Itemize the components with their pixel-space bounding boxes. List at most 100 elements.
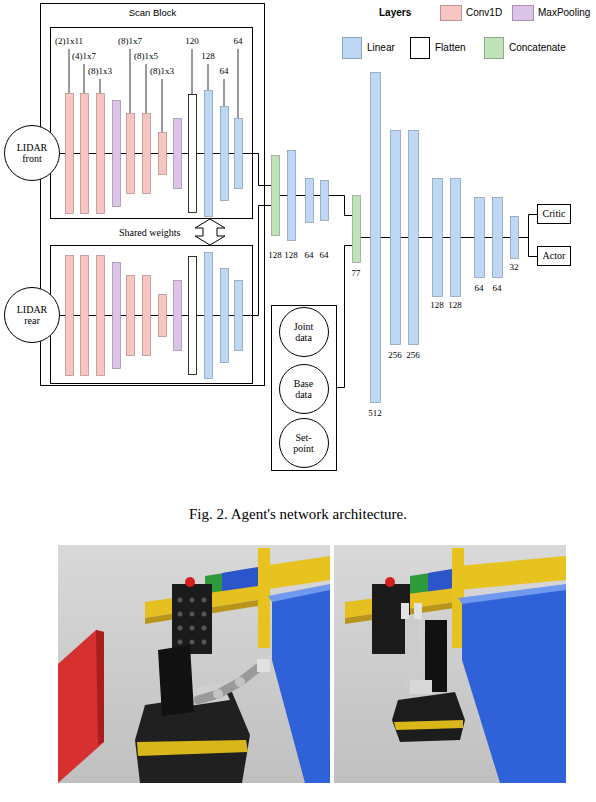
legend-label: Linear (367, 42, 395, 54)
layer-bar (159, 295, 167, 337)
layer-bar (371, 73, 381, 403)
layer-size-label: 256 (405, 350, 421, 361)
layer-size-label: 64 (319, 250, 330, 261)
robot-gripper (257, 659, 270, 672)
node-text-block: Joint data (287, 321, 321, 343)
blue-wall-top (268, 584, 330, 602)
leader-line (208, 64, 209, 90)
robot-screen (158, 645, 194, 716)
board-dots (202, 598, 207, 603)
leader-line (84, 64, 85, 93)
layer-size-label: 128 (283, 250, 299, 261)
layer-size-label: 64 (474, 283, 485, 294)
layer-size-label: 128 (447, 300, 463, 311)
robot-bumper (137, 740, 248, 756)
front-scan-box (51, 28, 253, 219)
node-label: Set-point (293, 432, 314, 454)
board-dots (178, 598, 207, 645)
board-dots (190, 640, 195, 645)
node-label: Actor (543, 250, 566, 261)
node-text-block: Actor (542, 250, 566, 262)
layer-size-label: 32 (509, 262, 520, 273)
leader-line (162, 79, 163, 132)
circle-outline (5, 288, 60, 343)
board-dots (178, 598, 183, 603)
robot-gripper (401, 603, 409, 619)
legend-swatch (342, 37, 362, 59)
board-dots (202, 626, 207, 631)
legend-label: Flatten (435, 42, 466, 54)
node-label: Base data (294, 378, 313, 400)
circle-outline (279, 365, 328, 414)
red-slab (58, 630, 104, 783)
layer-size-label: (2)1x11 (54, 36, 84, 47)
legend-swatch (512, 5, 534, 21)
layer-size-label: (8)1x7 (117, 36, 143, 47)
robot-gripper (414, 603, 422, 619)
node-label: Scan Block (129, 7, 177, 18)
blue-wall (462, 588, 566, 783)
shared-weights-label: Shared weights (118, 227, 181, 239)
node-text-block: Critic (542, 208, 566, 220)
yellow-post (258, 548, 270, 648)
node-text-block: LIDAR front (9, 142, 55, 164)
legend-label: MaxPooling (538, 7, 590, 19)
layer-bar (511, 217, 519, 259)
blue-wall (272, 588, 330, 783)
leader-line (69, 49, 70, 93)
legend-label: Concatenate (509, 42, 566, 54)
layer-bars (66, 73, 519, 403)
layer-bar (159, 133, 167, 175)
robot-arm (198, 668, 258, 700)
yellow-beam (458, 556, 566, 590)
leader-line (238, 49, 239, 118)
critic-head-box: Critic (537, 204, 571, 224)
yellow-beam (262, 556, 330, 590)
leader-line (100, 79, 101, 93)
leader-line (130, 49, 131, 113)
layer-bar (272, 156, 280, 236)
layer-bar (475, 198, 485, 278)
wire (336, 246, 352, 388)
block-outlines (51, 28, 337, 471)
node-label: Critic (543, 208, 566, 219)
layer-size-label: 64 (304, 250, 315, 261)
layer-bar (306, 179, 314, 223)
leader-line (224, 79, 225, 106)
layer-size-label: (8)1x3 (149, 66, 175, 77)
layer-size-label: (8)1x5 (133, 51, 159, 62)
layer-bar (143, 276, 151, 356)
legend-swatch (440, 5, 462, 21)
layer-bar (288, 151, 296, 241)
lidar-input-circle: LIDAR front (4, 125, 60, 181)
circle-outline (279, 419, 328, 468)
layer-size-label: 64 (492, 283, 503, 294)
layer-bar (127, 276, 135, 356)
node-label: Joint data (294, 321, 313, 343)
circle-outline (5, 126, 60, 181)
red-button (385, 577, 395, 587)
arm-joints (213, 689, 223, 699)
layer-bar (235, 119, 243, 189)
node-text-block: LIDAR rear (9, 304, 55, 326)
arm-joints (213, 677, 245, 699)
layer-bar (97, 256, 105, 376)
shared-weights-arrow (195, 219, 225, 245)
board-dots (178, 612, 183, 617)
layer-bar (205, 253, 213, 379)
board-dots (190, 626, 195, 631)
layer-size-label: 128 (200, 51, 216, 62)
rear-scan-box (51, 246, 253, 384)
circle-outline (279, 308, 328, 357)
layer-bar (113, 101, 121, 207)
layer-bar (174, 281, 182, 351)
leader-line (146, 64, 147, 113)
legend-label: Conv1D (466, 7, 502, 19)
layer-bar (221, 107, 229, 201)
layer-bar (113, 263, 121, 369)
layer-bar (391, 131, 401, 345)
layer-size-label: 120 (184, 36, 200, 47)
layer-bar (174, 119, 182, 189)
layer-size-label: 77 (351, 268, 362, 279)
